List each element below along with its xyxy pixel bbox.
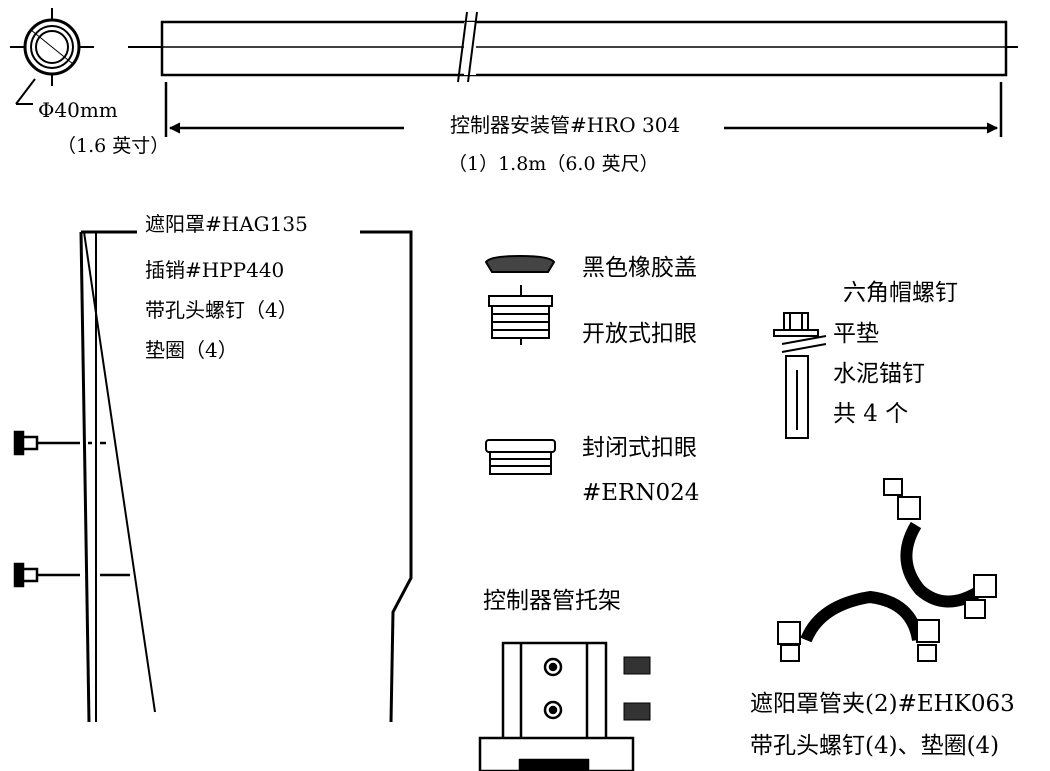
control-pipe <box>128 11 1018 83</box>
flat-washer-label: 平垫 <box>833 321 879 347</box>
clamp-hardware-label: 带孔头螺钉(4)、垫圈(4) <box>750 733 1000 759</box>
clamp-label: 遮阳罩管夹(2)#EHK063 <box>750 691 1015 717</box>
shield-screw-label: 带孔头螺钉（4） <box>145 298 298 322</box>
closed-grommet-icon <box>485 439 556 475</box>
pipe-cross-section <box>10 8 94 105</box>
shield-label: 遮阳罩#HAG135 <box>145 212 308 236</box>
pin-label: 插销#HPP440 <box>145 258 285 282</box>
anchor-count-label: 共 4 个 <box>833 401 909 427</box>
closed-grommet-label: 封闭式扣眼 <box>582 435 697 461</box>
closed-grommet-part-label: #ERN024 <box>582 480 700 506</box>
black-cap-label: 黑色橡胶盖 <box>582 255 697 281</box>
sun-shield <box>13 230 413 723</box>
bracket-label: 控制器管托架 <box>483 588 621 614</box>
shield-washer-label: 垫圈（4） <box>145 338 238 362</box>
hex-bolt-label: 六角帽螺钉 <box>843 280 958 306</box>
concrete-anchor-label: 水泥锚钉 <box>833 361 925 387</box>
pipe-length-dimension <box>164 82 1003 137</box>
black-rubber-cap-icon <box>484 254 556 273</box>
anchor-bolt-icon <box>773 312 827 439</box>
open-grommet-label: 开放式扣眼 <box>582 321 697 347</box>
shield-clamp-icon <box>777 478 997 662</box>
pipe-diameter-label: Φ40mm <box>38 98 118 122</box>
pipe-diameter-inch-label: （1.6 英寸） <box>57 135 170 157</box>
pipe-bracket-icon <box>478 641 651 771</box>
pipe-name-label: 控制器安装管#HRO 304 <box>450 113 681 137</box>
open-grommet-icon <box>488 285 553 345</box>
pipe-length-label: （1）1.8m（6.0 英尺） <box>448 153 659 175</box>
